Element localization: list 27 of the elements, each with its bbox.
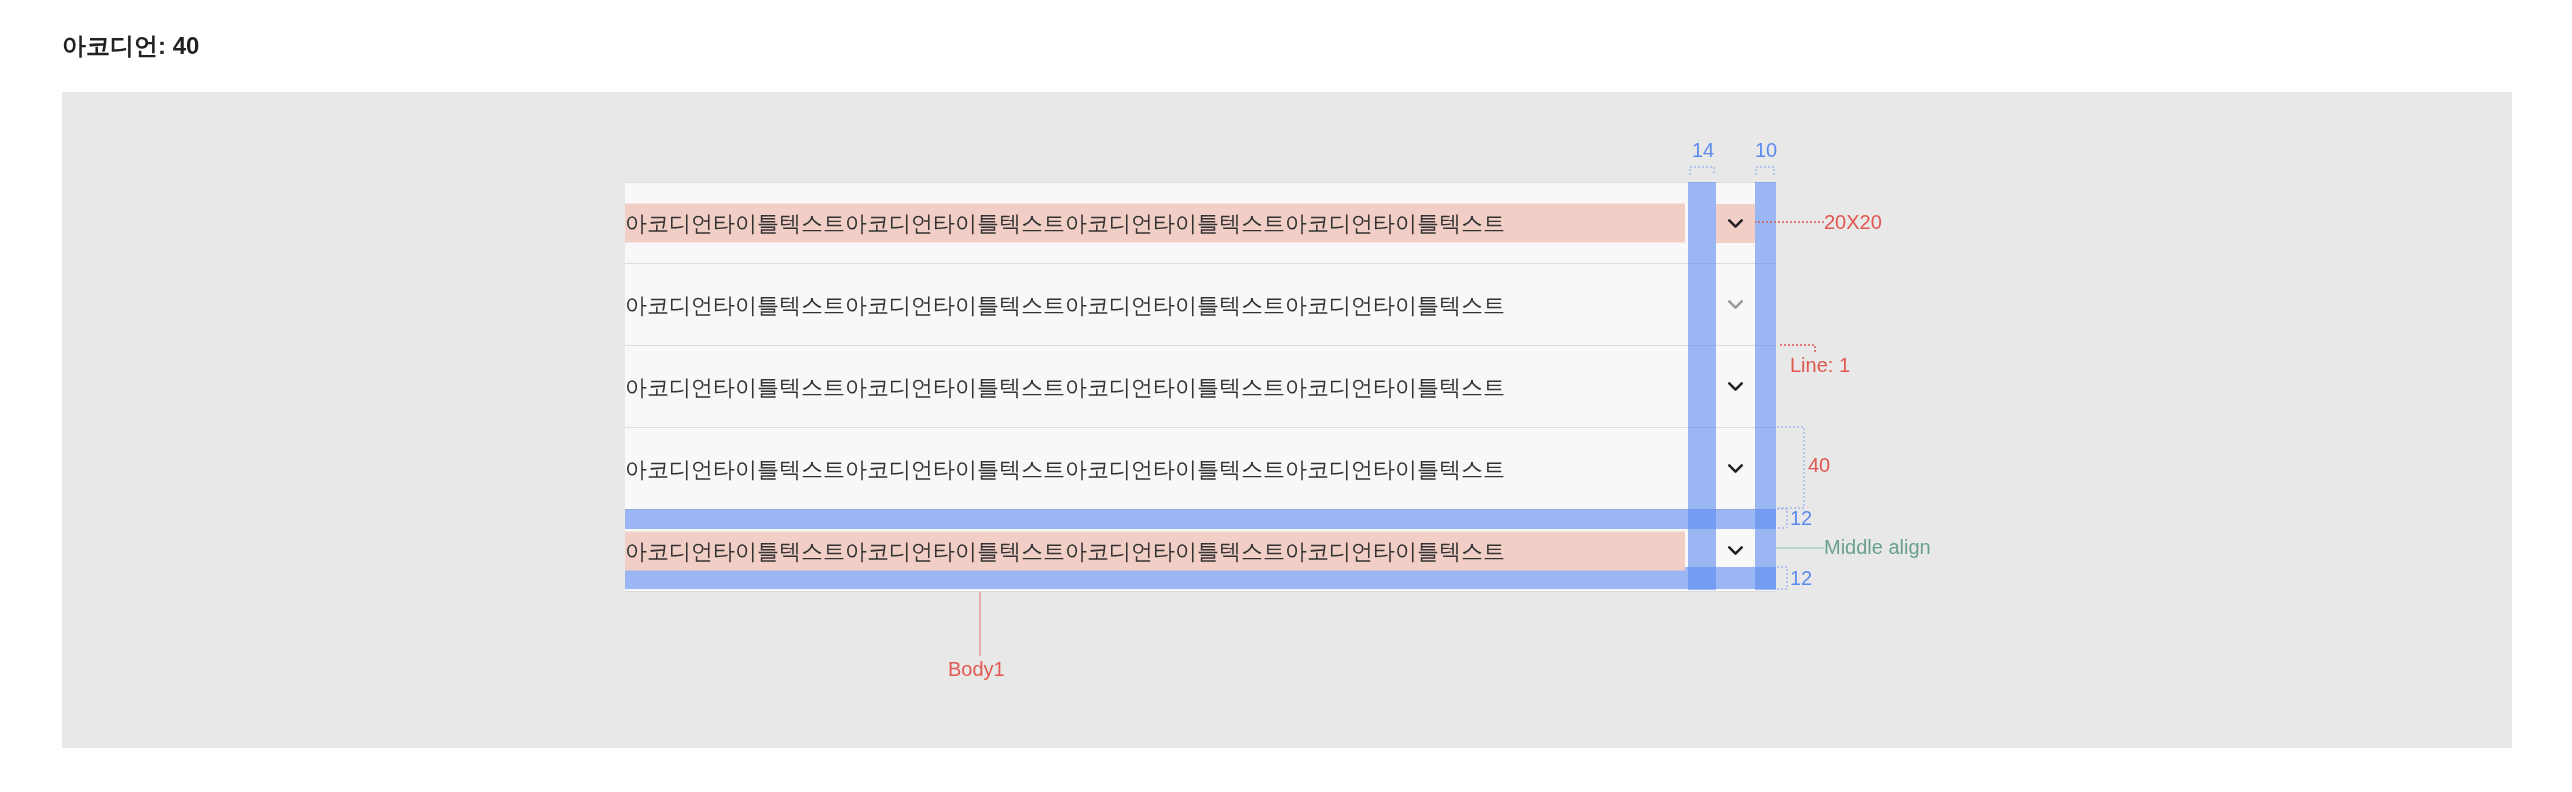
leader-line [1775,547,1825,549]
accordion-row [625,346,1776,428]
dimension-value: 40 [1808,453,1831,477]
accordion-title: 아코디언타이틀텍스트아코디언타이틀텍스트아코디언타이틀텍스트아코디언타이틀텍스트 [625,373,1506,401]
title: 아코디언: 40 [62,31,200,61]
accordion-title: 아코디언타이틀텍스트아코디언타이틀텍스트아코디언타이틀텍스트아코디언타이틀텍스트 [625,203,1685,243]
icon-size-highlight [1716,204,1755,243]
accordion-title: 아코디언타이틀텍스트아코디언타이틀텍스트아코디언타이틀텍스트아코디언타이틀텍스트 [625,291,1506,319]
annotation-label: Line: 1 [1790,352,1851,378]
accordion-title: 아코디언타이틀텍스트아코디언타이틀텍스트아코디언타이틀텍스트아코디언타이틀텍스트 [625,531,1685,570]
spacing-overlay [1688,182,1716,590]
annotation-label: Body1 [948,656,1005,682]
annotation-label: Middle align [1824,534,1931,560]
annotation-label: 20X20 [1824,209,1882,235]
accordion-title: 아코디언타이틀텍스트아코디언타이틀텍스트아코디언타이틀텍스트아코디언타이틀텍스트 [625,455,1506,483]
accordion-row [625,182,1776,264]
accordion-row [625,510,1776,592]
leader-line [1778,344,1816,353]
leader-line [979,591,981,657]
dimension-value: 14 [1690,138,1716,162]
spacing-overlay [1755,182,1776,590]
leader-line [1754,221,1825,223]
dimension-value: 10 [1753,138,1779,162]
accordion-row [625,428,1776,510]
dimension-value: 12 [1790,566,1813,590]
accordion-row [625,264,1776,346]
dimension-value: 12 [1790,506,1813,530]
